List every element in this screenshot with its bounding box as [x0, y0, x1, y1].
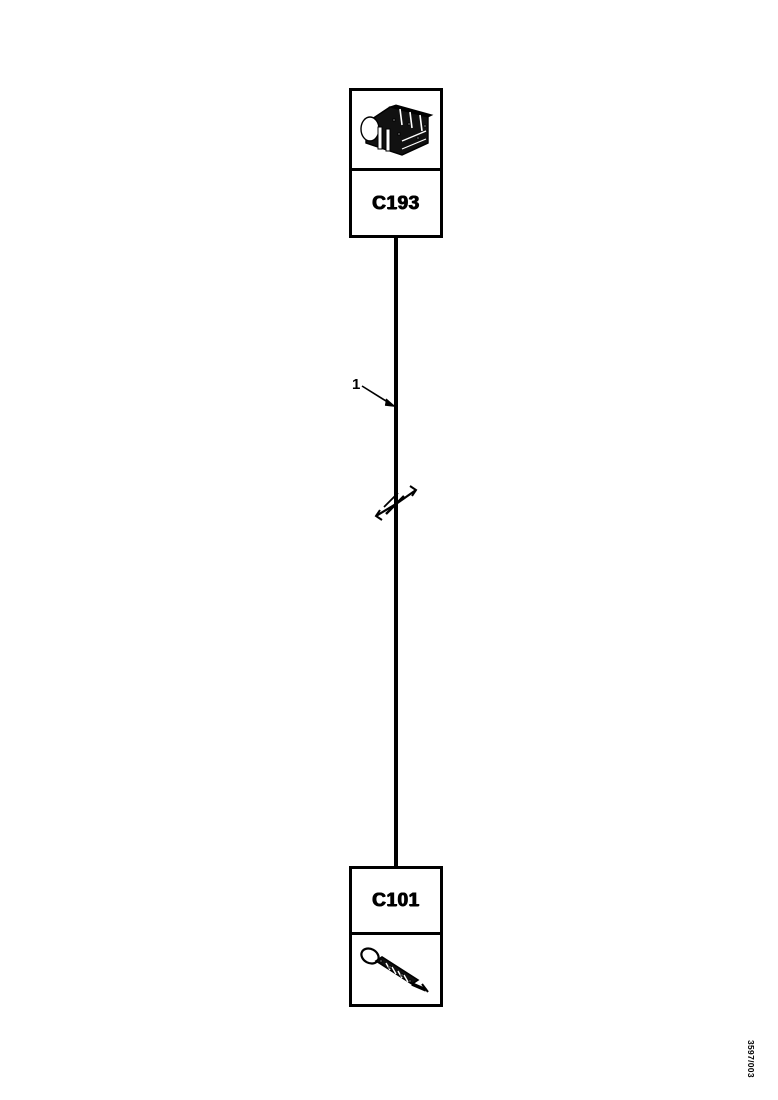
connector-block-bottom[interactable]: C101 — [349, 866, 443, 1007]
connector-illustration-cell-bottom — [352, 935, 440, 1004]
ring-terminal-icon — [360, 946, 429, 993]
connector-id-cell-bottom: C101 — [352, 869, 440, 935]
connector-id-label-bottom: C101 — [372, 890, 420, 911]
wire-conductor — [394, 236, 398, 868]
drawing-reference-code: 3597/003 — [746, 1040, 756, 1078]
connector-id-cell-top: C193 — [352, 171, 440, 235]
wire-callout-number: 1 — [352, 376, 361, 393]
wire-callout-leader-line — [361, 385, 397, 407]
connector-illustration-cell-top — [352, 91, 440, 171]
connector-id-label-top: C193 — [372, 192, 420, 214]
wire-break-marker — [374, 485, 418, 521]
connector-block-top[interactable]: C193 — [349, 88, 443, 238]
connector-housing-icon — [360, 103, 434, 156]
